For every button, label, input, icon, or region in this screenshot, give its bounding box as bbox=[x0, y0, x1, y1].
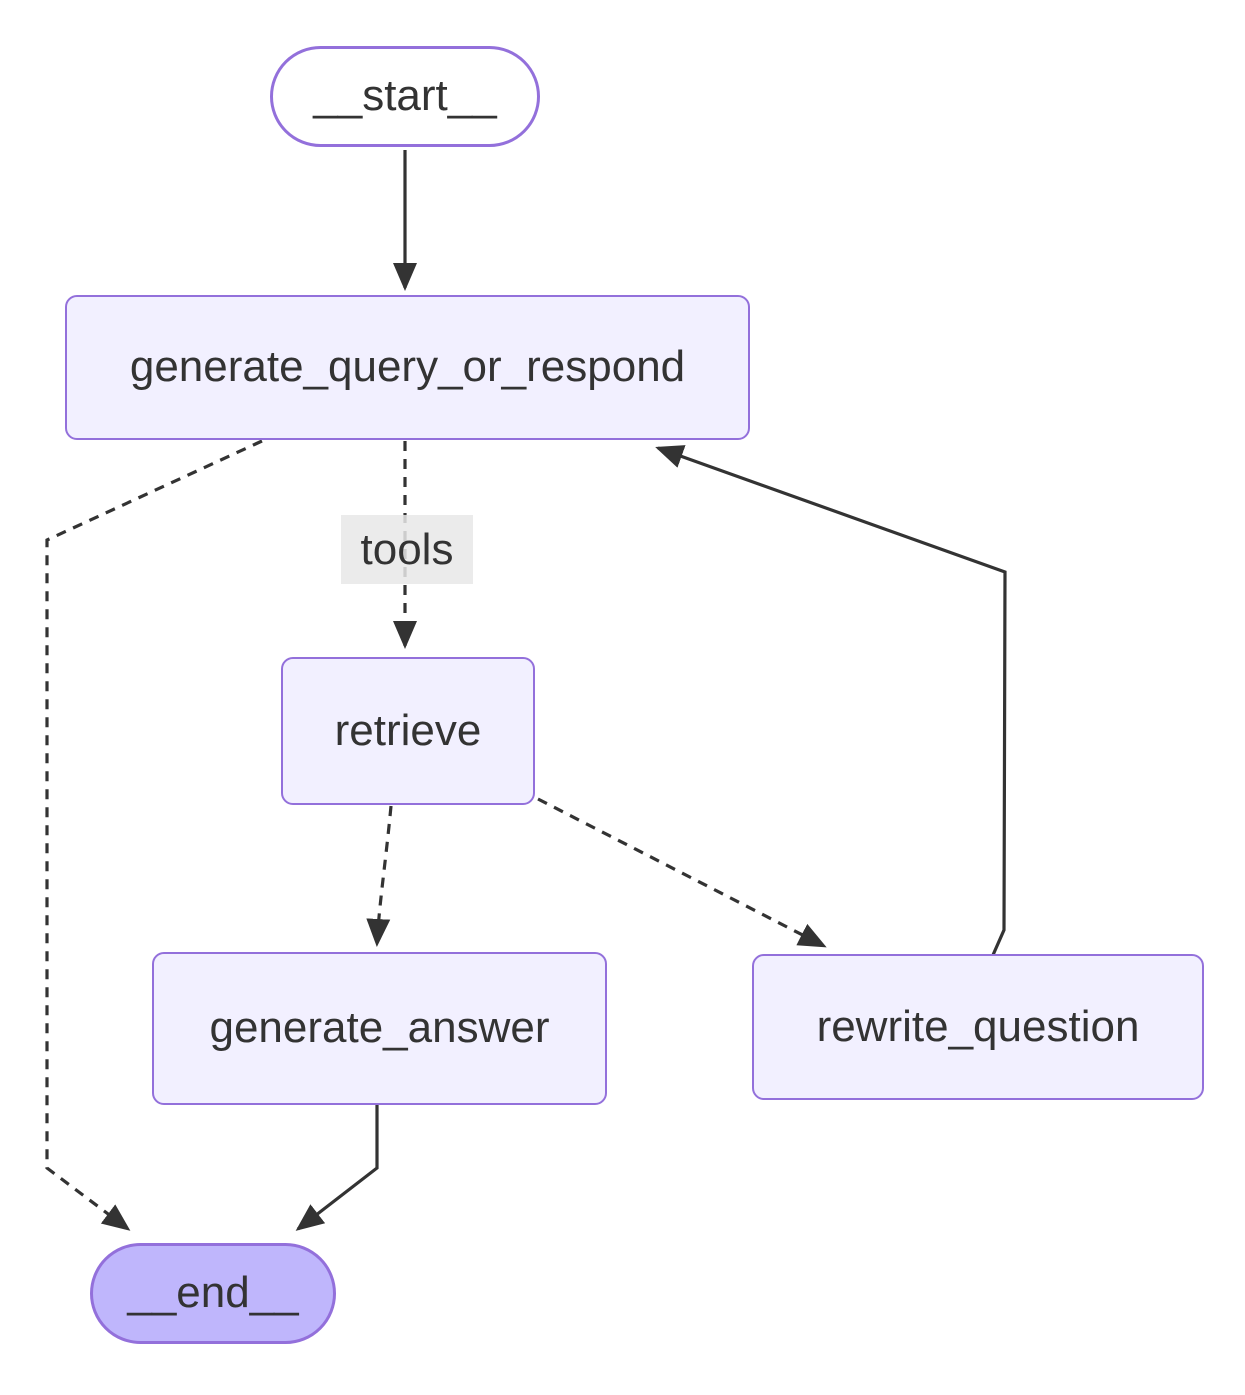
node-end-label: __end__ bbox=[127, 1268, 299, 1318]
node-start-label: __start__ bbox=[313, 71, 497, 121]
node-generate-answer: generate_answer bbox=[152, 952, 607, 1105]
node-rewrite-question-label: rewrite_question bbox=[816, 1001, 1140, 1051]
node-retrieve: retrieve bbox=[281, 657, 535, 805]
node-rewrite-question: rewrite_question bbox=[752, 954, 1204, 1100]
edge-retrieve-to-rewrite-question bbox=[537, 797, 827, 948]
edge-label-tools: tools bbox=[341, 515, 473, 584]
node-generate-query-or-respond-label: generate_query_or_respond bbox=[129, 342, 686, 392]
edge-label-tools-text: tools bbox=[360, 524, 454, 574]
node-generate-answer-label: generate_answer bbox=[209, 1003, 550, 1053]
node-start: __start__ bbox=[270, 46, 540, 147]
edge-rewrite-question-to-generate-query-or-respond bbox=[655, 445, 1007, 956]
node-retrieve-label: retrieve bbox=[334, 705, 482, 755]
edge-generate-query-or-respond-to-end bbox=[45, 439, 263, 1231]
node-generate-query-or-respond: generate_query_or_respond bbox=[65, 295, 750, 440]
node-end: __end__ bbox=[90, 1243, 336, 1344]
edge-generate-answer-to-end bbox=[295, 1105, 379, 1231]
edge-retrieve-to-generate-answer bbox=[366, 805, 393, 947]
